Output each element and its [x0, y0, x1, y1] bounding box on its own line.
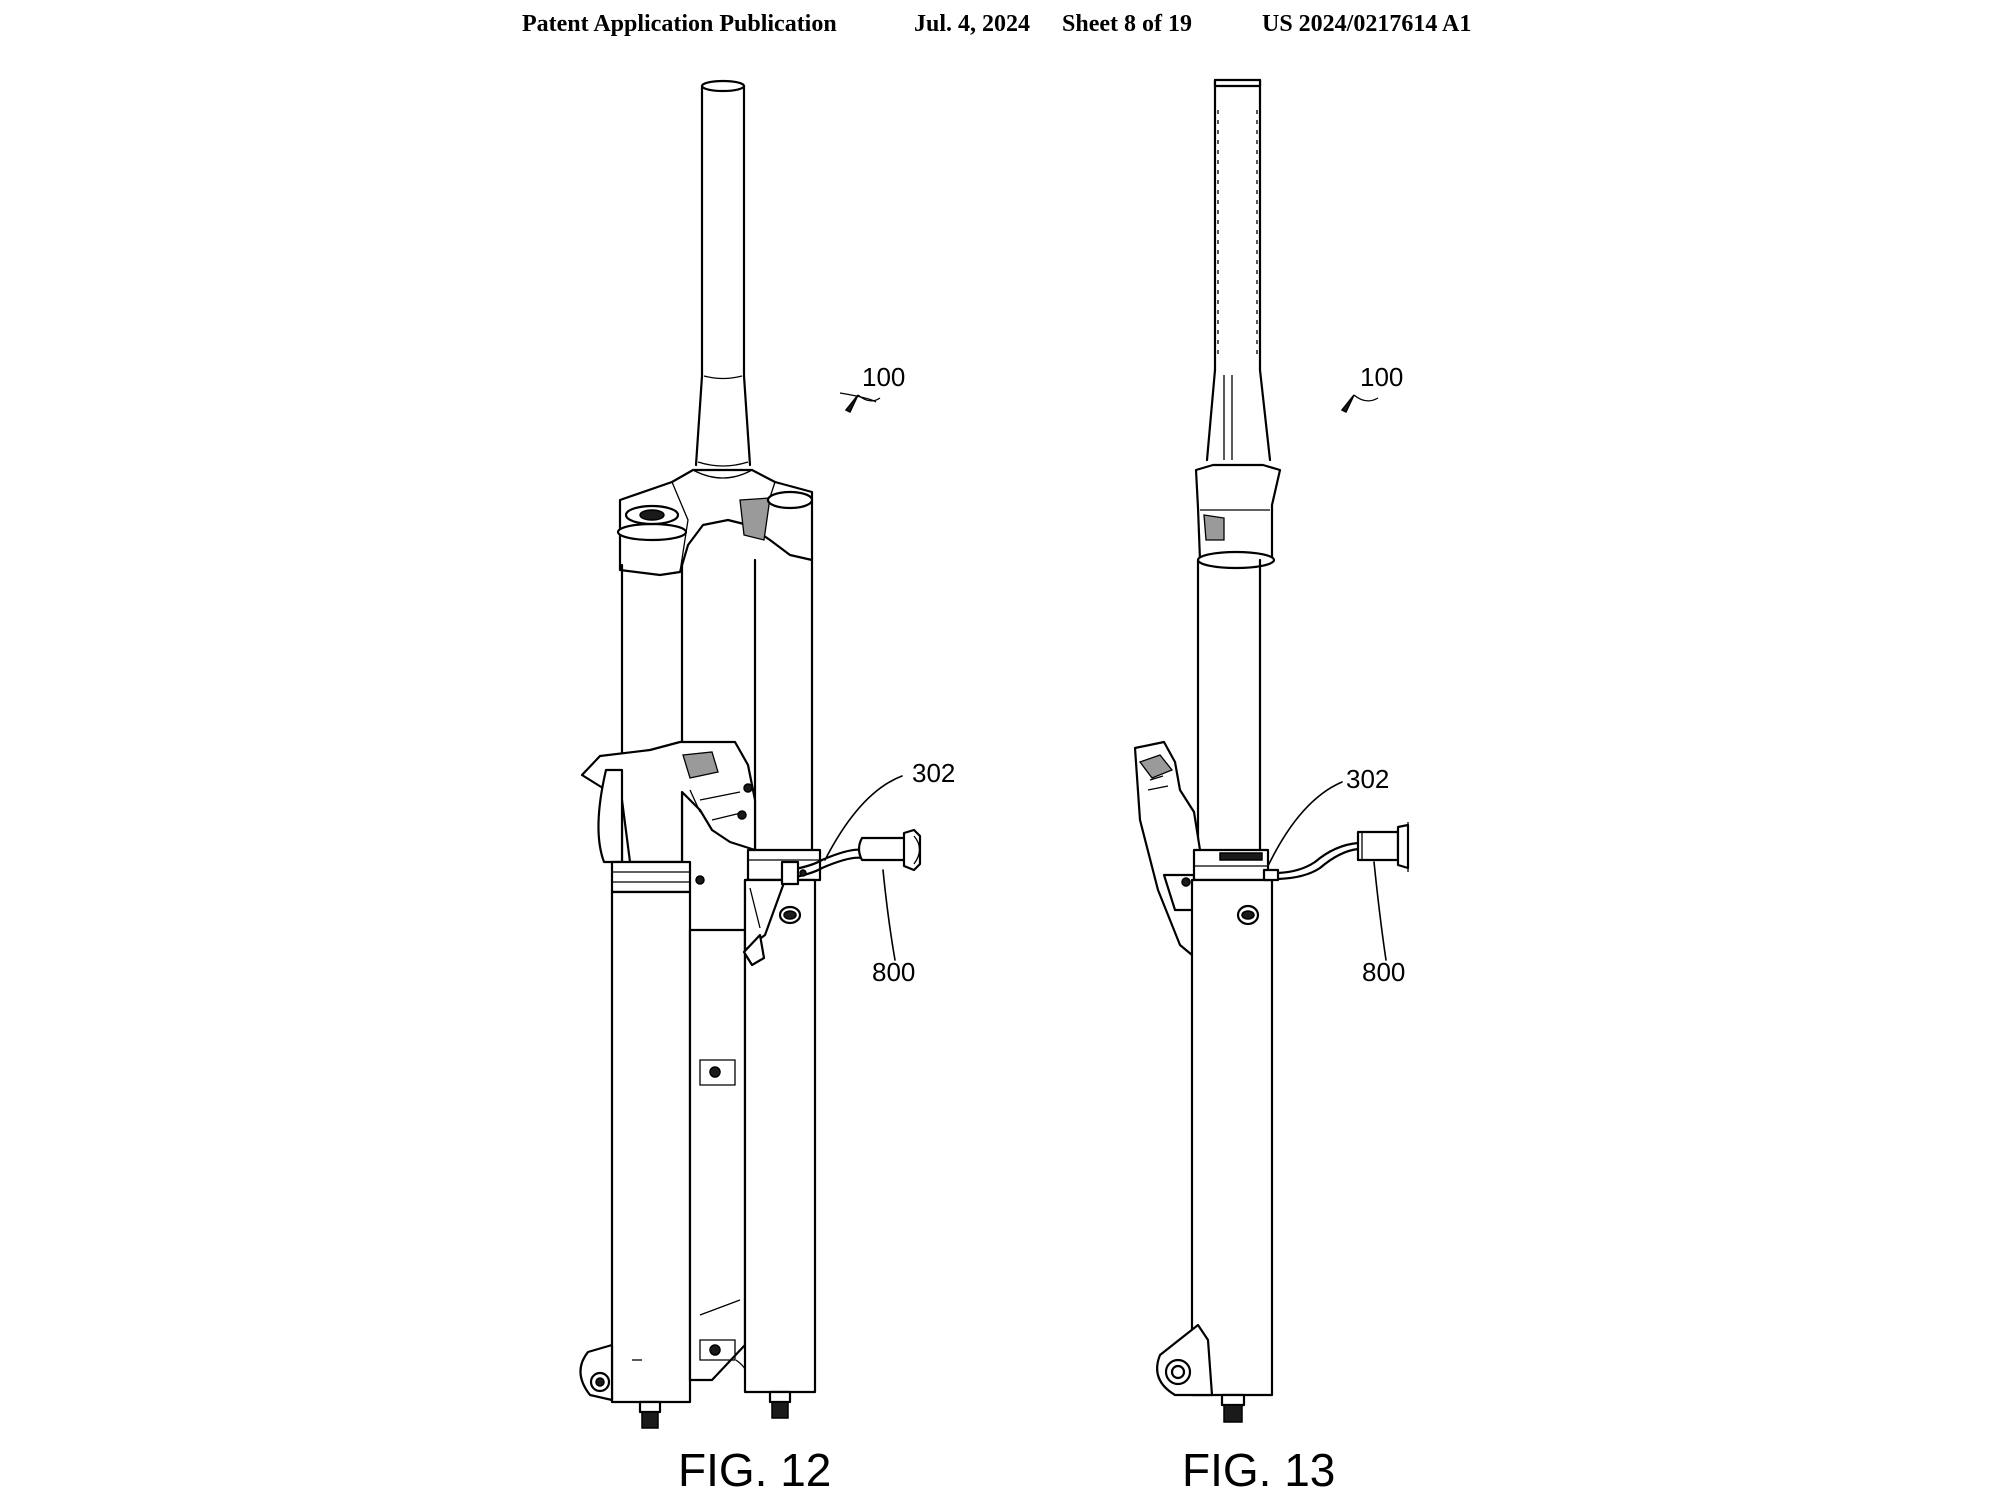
header-publication-number: US 2024/0217614 A1 [1262, 11, 1472, 37]
fig12-ref-302: 302 [912, 758, 955, 788]
fig13-lower-leg [1156, 878, 1274, 1423]
fig12-leaders [824, 392, 903, 961]
fig12-lower-arch [688, 928, 747, 1382]
header-date: Jul. 4, 2024 [914, 11, 1031, 37]
fig12-right-stanchion [753, 558, 814, 862]
fig13-steerer-tube [1205, 78, 1272, 462]
fig13-cable-and-component [1262, 822, 1410, 882]
fig12-crown [616, 468, 814, 577]
fig13-caption: FIG. 13 [1182, 1444, 1335, 1496]
fig13-stanchion [1196, 558, 1262, 862]
fig12-ref-800: 800 [872, 957, 915, 987]
fig12-arch [580, 740, 757, 864]
fig13-ref-800: 800 [1362, 957, 1405, 987]
fig13-seal-collar [1192, 848, 1270, 882]
fig12-left-lower-leg [579, 890, 692, 1429]
fig12-ref-100: 100 [862, 362, 905, 392]
fig13-arch [1133, 740, 1202, 957]
fig12-right-lower-leg [742, 878, 817, 1419]
fig13-ref-302: 302 [1346, 764, 1389, 794]
header-publication-title: Patent Application Publication [522, 11, 837, 37]
fig13-leaders [1267, 394, 1387, 961]
fig12-steerer-tube [694, 79, 752, 467]
fig13-crown [1194, 463, 1282, 570]
fig13-ref-100: 100 [1360, 362, 1403, 392]
fig12-cable-and-component [780, 828, 922, 886]
fig13-fork-drawing: 100 302 800 FIG. 13 [1133, 78, 1410, 1496]
fig12-fork-drawing: 100 302 800 FIG. 12 [579, 79, 955, 1496]
header-sheet-number: Sheet 8 of 19 [1062, 11, 1192, 37]
fig12-caption: FIG. 12 [678, 1444, 831, 1496]
